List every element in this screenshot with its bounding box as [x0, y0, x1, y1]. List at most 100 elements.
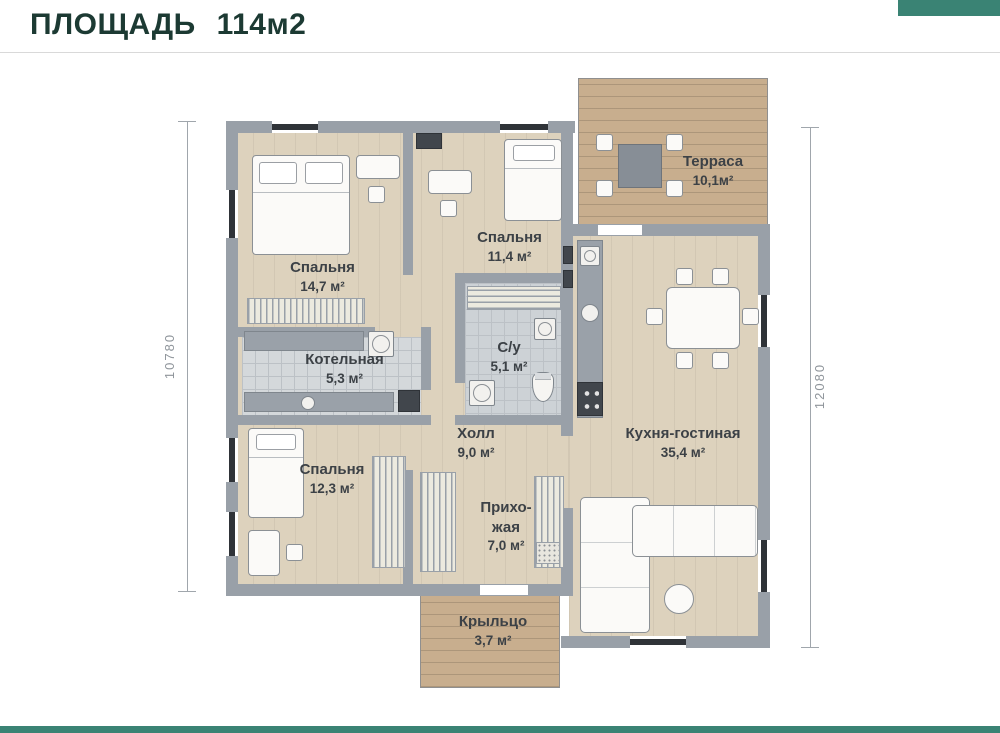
- blanket-line: [253, 192, 349, 193]
- partition-wall: [455, 283, 465, 383]
- room-name: жая: [492, 518, 520, 536]
- room-label-bedroom2: Спальня 11,4 м²: [462, 228, 557, 265]
- toilet-icon: [532, 372, 554, 402]
- dimension-line-right: [810, 128, 811, 648]
- room-name: Спальня: [299, 461, 365, 478]
- doormat: [536, 542, 560, 564]
- fridge-icon: [580, 246, 600, 266]
- room-area: 5,3 м²: [326, 370, 363, 386]
- accent-bottom-bar: [0, 726, 1000, 733]
- kitchen-sink-icon: [581, 304, 599, 322]
- chair: [742, 308, 759, 325]
- page-title: ПЛОЩАДЬ 114м2: [30, 8, 307, 41]
- partition-wall: [403, 127, 413, 275]
- chair: [666, 180, 683, 197]
- terrace-deck: [578, 78, 768, 230]
- room-name: Котельная: [305, 351, 384, 368]
- chair: [646, 308, 663, 325]
- wall: [561, 121, 573, 241]
- room-area: 35,4 м²: [660, 444, 706, 460]
- room-label-bathroom: С/у 5,1 м²: [476, 338, 542, 375]
- dimension-tick: [801, 127, 819, 128]
- chair: [712, 268, 729, 285]
- room-name: Спальня: [290, 259, 355, 276]
- dimension-tick: [178, 591, 196, 592]
- desk: [428, 170, 472, 194]
- room-area: 12,3 м²: [309, 480, 355, 496]
- desk: [248, 530, 280, 576]
- window: [226, 438, 238, 482]
- wall: [561, 236, 573, 436]
- window: [272, 121, 318, 133]
- room-area: 10,1м²: [692, 172, 734, 188]
- room-label-hall: Холл 9,0 м²: [436, 424, 516, 461]
- dining-table: [666, 287, 740, 349]
- washing-machine-icon: [368, 331, 394, 357]
- wardrobe-hatch: [247, 298, 365, 324]
- vent-shaft-icon: [563, 246, 573, 264]
- wardrobe-hatch: [372, 456, 406, 568]
- pillow: [305, 162, 343, 184]
- terrace-table: [618, 144, 662, 188]
- washbasin-icon: [534, 318, 556, 340]
- chair: [368, 186, 385, 203]
- partition-wall: [455, 273, 573, 283]
- sink-icon: [301, 396, 315, 410]
- dimension-tick: [801, 647, 819, 648]
- room-area: 5,1 м²: [490, 358, 528, 374]
- coffee-table: [664, 584, 694, 614]
- room-area: 7,0 м²: [487, 538, 525, 553]
- chair: [676, 268, 693, 285]
- room-label-bedroom3: Спальня 12,3 м²: [282, 460, 382, 497]
- boiler-counter: [244, 331, 364, 351]
- partition-wall: [403, 470, 413, 584]
- terrace-door: [598, 224, 642, 236]
- chair: [666, 134, 683, 151]
- room-name: Холл: [457, 425, 495, 442]
- room-area: 3,7 м²: [474, 632, 512, 648]
- room-name: Кухня-гостиная: [625, 425, 741, 442]
- cabinet-icon: [416, 133, 442, 149]
- room-name: Терраса: [682, 153, 744, 170]
- dimension-label-right: 12080: [812, 362, 827, 410]
- bathtub-hatch: [467, 286, 561, 310]
- chair: [440, 200, 457, 217]
- chair: [286, 544, 303, 561]
- room-name: Прихо-: [480, 499, 532, 516]
- toilet-tank: [535, 373, 551, 380]
- pillow: [256, 434, 296, 450]
- dimension-line-left: [187, 122, 188, 592]
- window: [226, 190, 238, 238]
- chair: [596, 134, 613, 151]
- desk: [356, 155, 400, 179]
- dimension-tick: [178, 121, 196, 122]
- room-label-terrace: Терраса 10,1м²: [668, 152, 758, 189]
- header-divider: [0, 52, 1000, 53]
- room-name: Крыльцо: [458, 613, 528, 630]
- dimension-label-left: 10780: [162, 332, 177, 380]
- window: [758, 295, 770, 347]
- vent-shaft-icon: [563, 270, 573, 288]
- room-name: С/у: [497, 339, 521, 356]
- wall: [226, 584, 480, 596]
- window: [500, 121, 548, 133]
- room-area: 9,0 м²: [457, 444, 495, 460]
- partition-wall: [455, 415, 573, 425]
- boiler-unit-icon: [398, 390, 420, 412]
- room-label-entry: Прихо- жая 7,0 м²: [468, 498, 544, 555]
- entry-door: [480, 584, 528, 596]
- room-label-boiler: Котельная 5,3 м²: [292, 350, 397, 387]
- window: [226, 512, 238, 556]
- wardrobe-hatch: [420, 472, 456, 572]
- partition-wall: [421, 327, 431, 390]
- room-area: 14,7 м²: [300, 278, 345, 294]
- room-name: Спальня: [477, 229, 542, 246]
- pillow: [513, 145, 555, 161]
- bed: [504, 139, 562, 221]
- window: [758, 540, 770, 592]
- accent-corner-bar: [898, 0, 1000, 16]
- room-area: 11,4 м²: [487, 248, 532, 264]
- room-label-kitchen: Кухня-гостиная 35,4 м²: [608, 424, 758, 461]
- room-label-bedroom1: Спальня 14,7 м²: [270, 258, 375, 295]
